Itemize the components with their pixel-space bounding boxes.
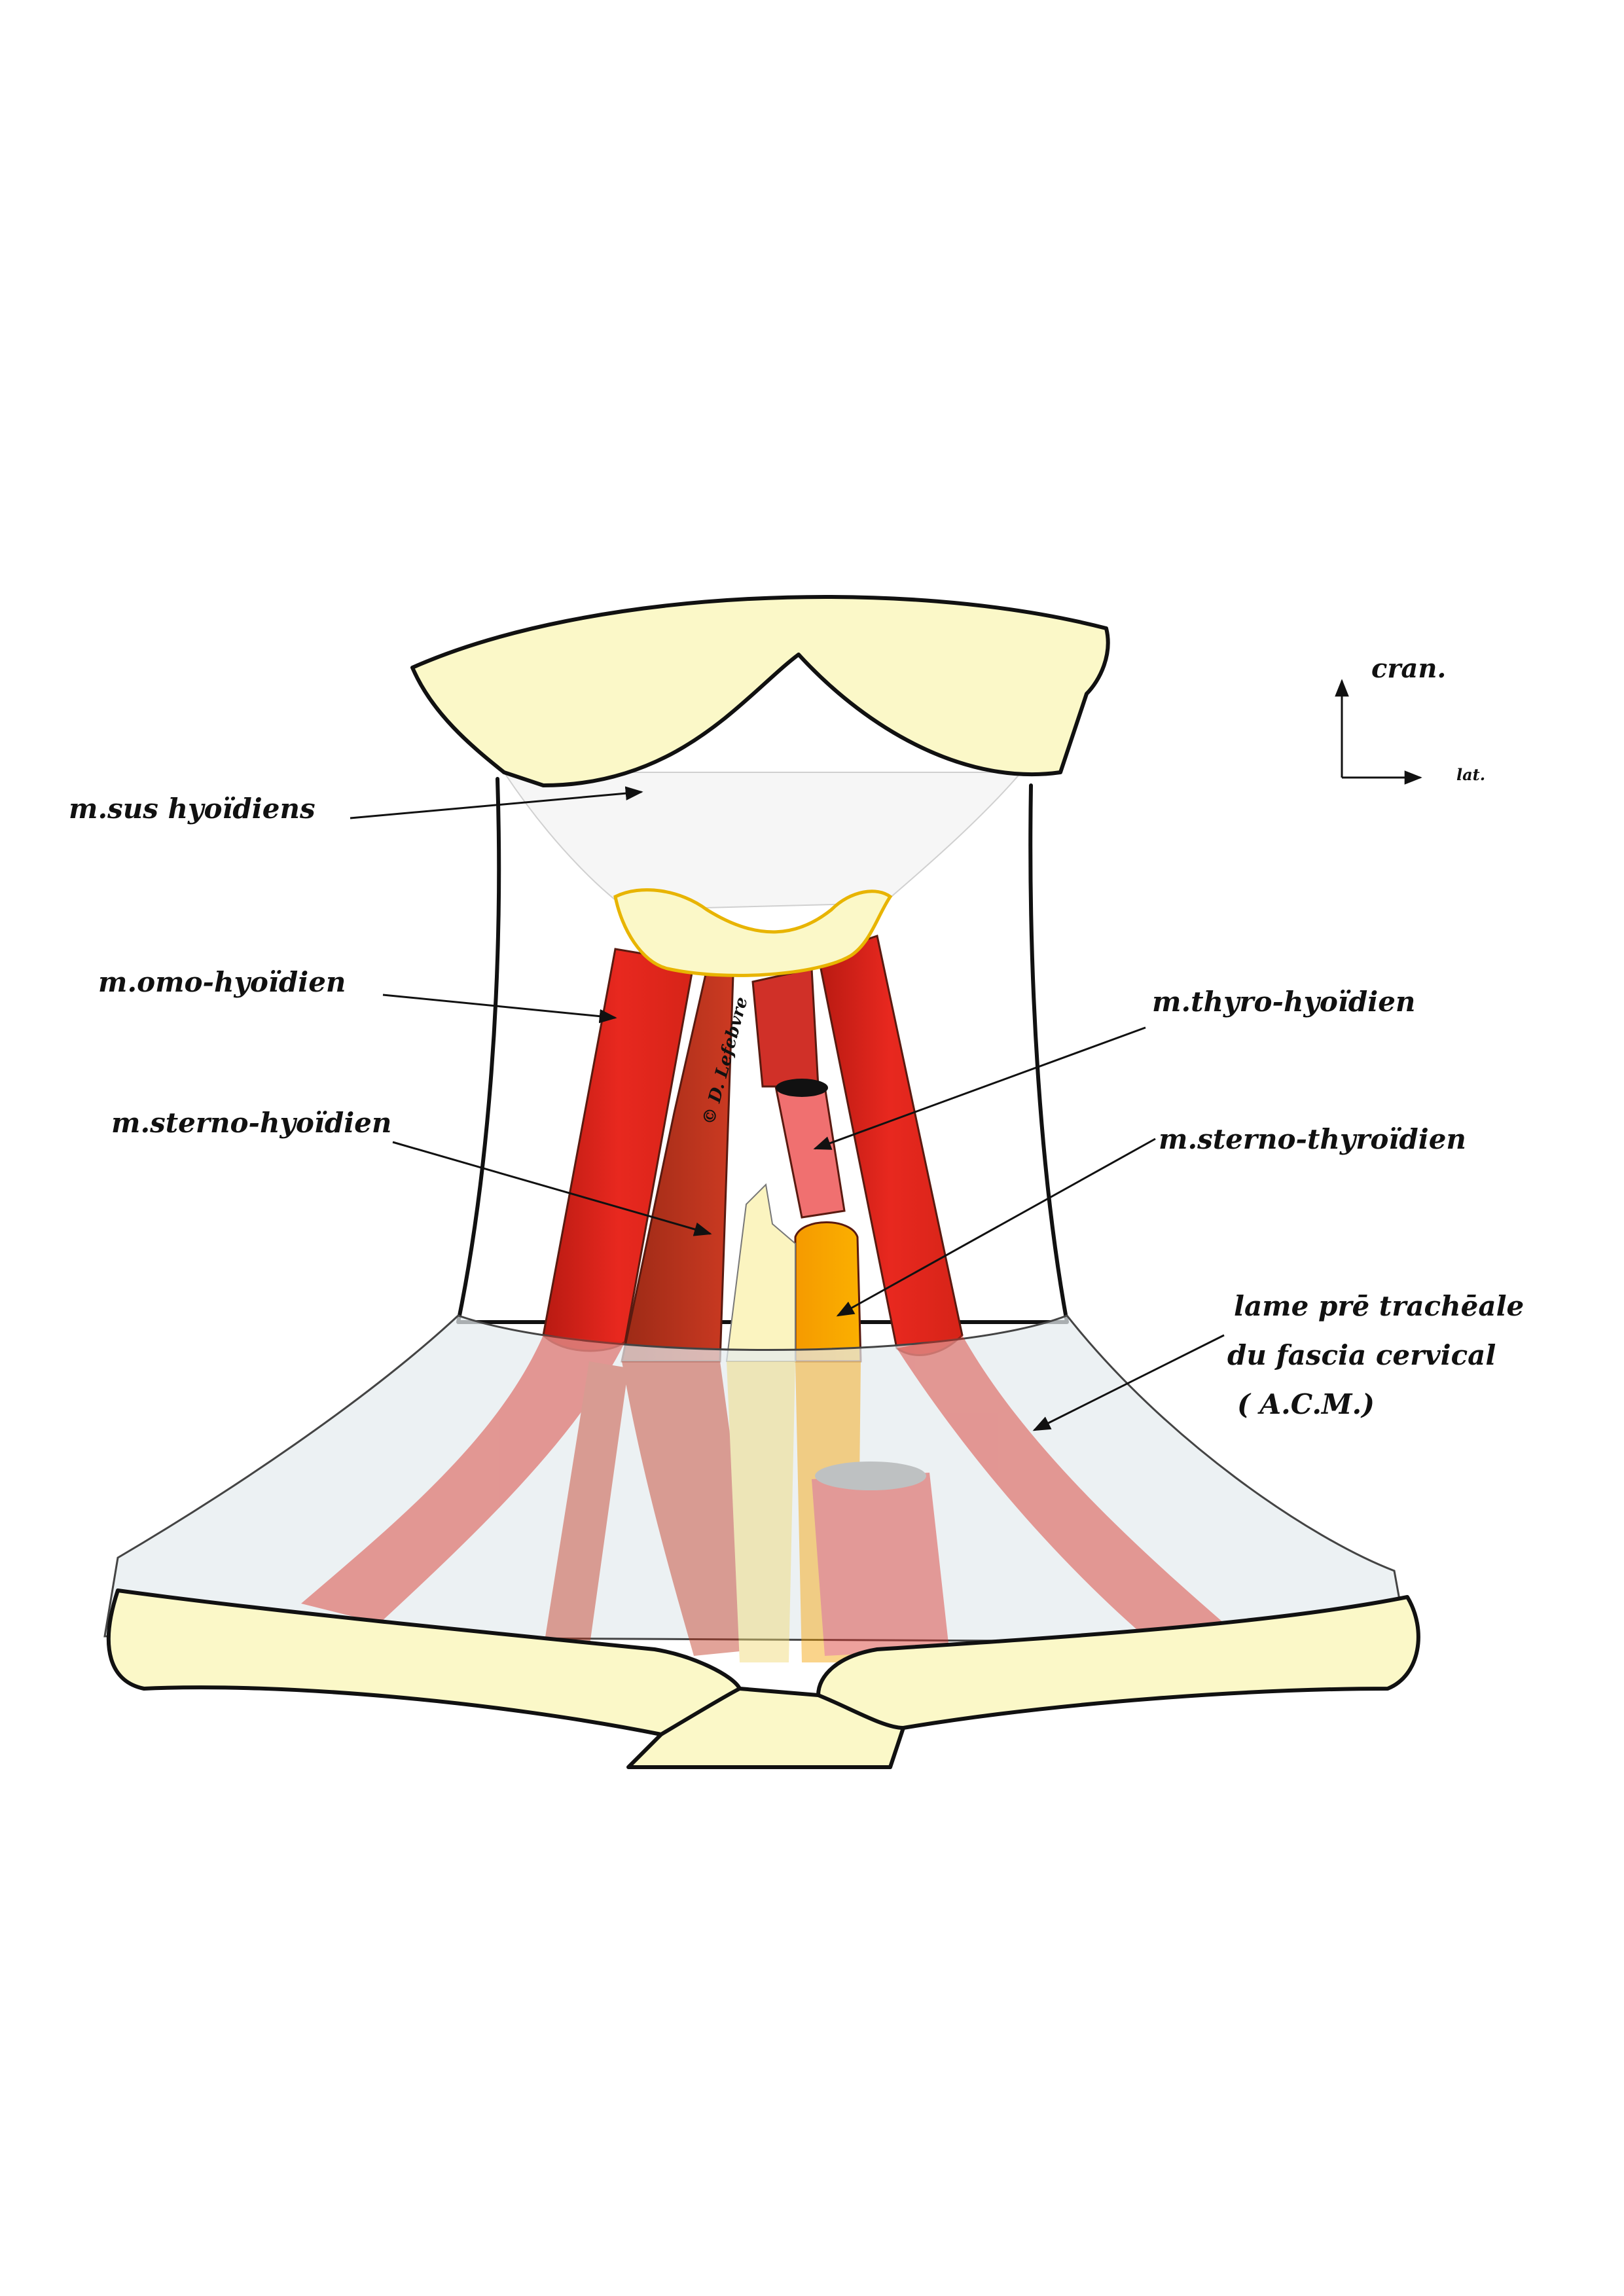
- mandible: [410, 595, 1110, 787]
- label-sterno-hyoidien: m.sterno-hyoïdien: [111, 1107, 391, 1139]
- orientation-compass: cran. lat.: [1335, 653, 1485, 785]
- label-sterno-thyroidien: m.sterno-thyroïdien: [1159, 1123, 1466, 1155]
- label-lame-pretracheale-3: ( A.C.M.): [1237, 1388, 1375, 1420]
- sternum: [626, 1687, 905, 1769]
- pretracheal-fascia: [103, 1314, 1409, 1644]
- sterno-thyroid: [794, 1221, 862, 1363]
- thyro-hyoid-cut: [776, 1079, 828, 1097]
- label-lame-pretracheale-1: lame prē trachēale: [1234, 1290, 1524, 1322]
- label-sus-hyoidiens: m.sus hyoïdiens: [69, 793, 316, 825]
- label-cranial: cran.: [1371, 653, 1446, 684]
- label-lateral: lat.: [1456, 765, 1485, 784]
- muscles-under-fascia: [301, 1335, 1224, 1662]
- label-omo-hyoidien: m.omo-hyoïdien: [98, 966, 346, 998]
- label-lame-pretracheale-2: du fascia cervical: [1227, 1339, 1496, 1371]
- hyoid-bone: [613, 888, 893, 977]
- leader-lines: [350, 786, 1225, 1431]
- sterno-hyoid-right: [751, 967, 820, 1088]
- label-thyro-hyoidien: m.thyro-hyoïdien: [1152, 986, 1415, 1018]
